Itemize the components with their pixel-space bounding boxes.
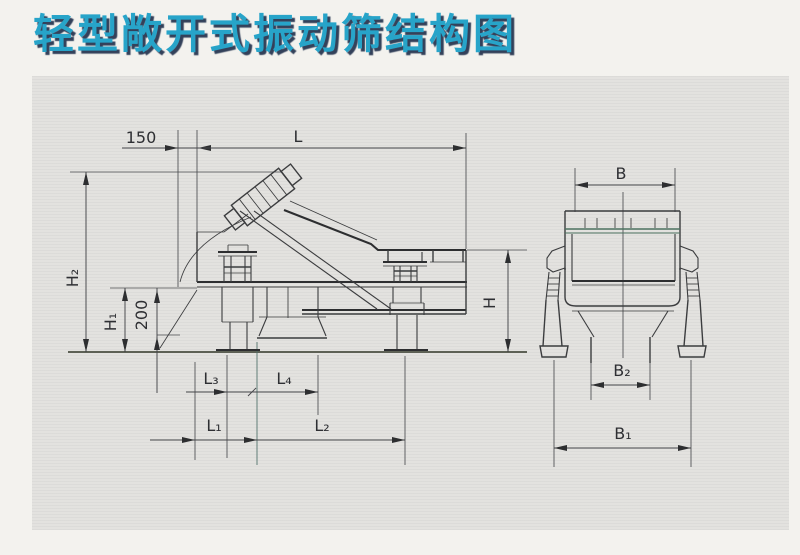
page-title: 轻型敞开式振动筛结构图 (33, 10, 517, 58)
right-spring-support (383, 250, 428, 352)
front-view: B (539, 164, 707, 467)
front-right-leg (677, 245, 707, 358)
dim-H-label: H (480, 297, 499, 309)
dim-L-label: L (294, 127, 303, 146)
dim-H2: H₂ (63, 172, 89, 352)
dim-B2: B₂ (591, 361, 650, 388)
left-spring-support (216, 244, 260, 352)
vibration-motor (223, 163, 303, 231)
dim-200: 200 (132, 288, 160, 393)
dim-L4-label: L₄ (276, 369, 291, 388)
dim-L1-label: L₁ (206, 416, 221, 435)
screen-body (159, 200, 467, 349)
front-left-leg (539, 245, 569, 358)
dim-B-label: B (616, 164, 627, 183)
side-extension-lines (70, 130, 527, 465)
dim-B: B (574, 164, 676, 212)
discharge-hopper (257, 287, 327, 339)
dim-B1: B₁ (553, 360, 692, 467)
dim-150-label: 150 (126, 128, 157, 147)
dim-H2-label: H₂ (63, 269, 82, 287)
dim-L1-L2: L₁ L₂ (150, 416, 405, 443)
dim-B2-label: B₂ (613, 361, 630, 380)
side-view: 150 L H₂ H₁ 200 (63, 127, 527, 465)
dim-L2-label: L₂ (314, 416, 329, 435)
dim-H1-label: H₁ (101, 313, 120, 331)
dim-L: L (197, 127, 466, 151)
dim-H1: H₁ (101, 288, 128, 352)
dim-L3-L4: L₃ L₄ (186, 369, 318, 397)
screen-box-front (564, 210, 681, 400)
dim-200-label: 200 (132, 300, 151, 331)
dim-150: 150 (122, 128, 211, 151)
dim-H: H (480, 250, 511, 352)
dim-L3-label: L₃ (203, 369, 218, 388)
dim-B1-label: B₁ (614, 424, 631, 443)
